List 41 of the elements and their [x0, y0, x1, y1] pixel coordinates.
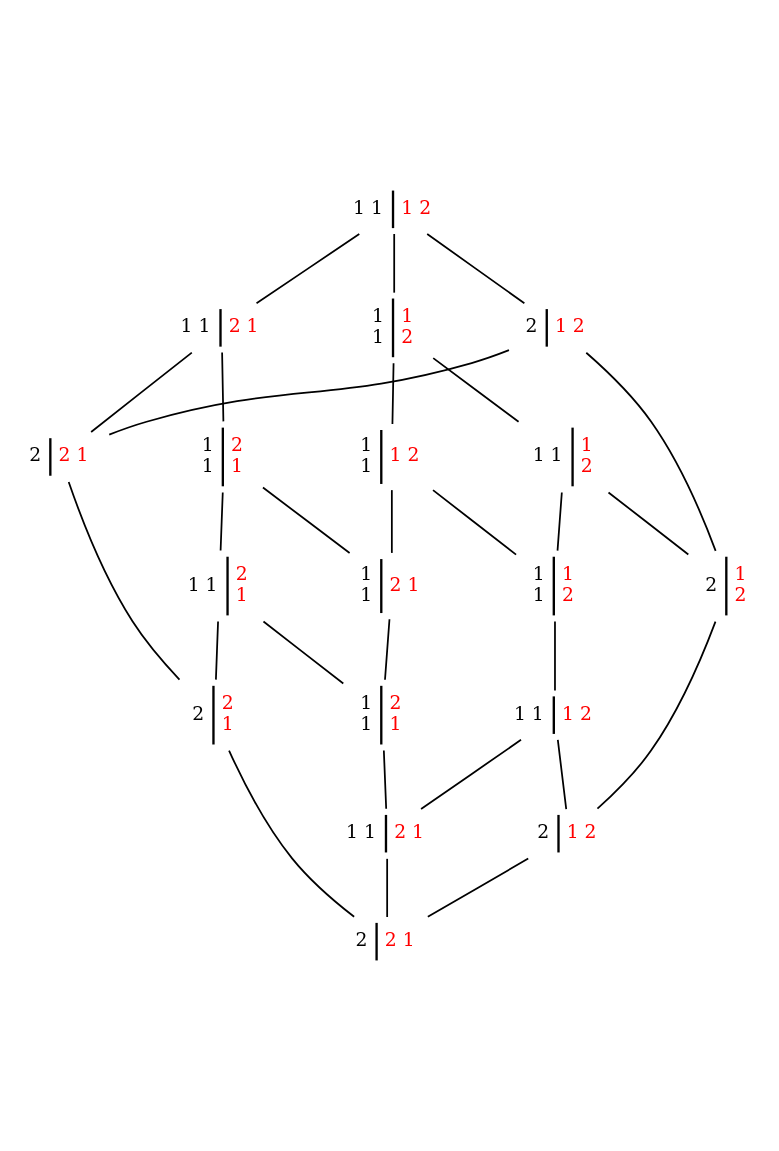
connector — [90, 351, 193, 433]
node-text: 2 2 1 — [355, 929, 415, 951]
connector — [607, 491, 690, 556]
connector — [262, 486, 351, 554]
node-text: 1 1 1 2 — [513, 702, 592, 724]
connector — [255, 233, 361, 305]
connector — [382, 749, 388, 810]
node-text: 1 1 2 1 — [187, 562, 248, 606]
node-text: 1 1 2 1 — [201, 433, 244, 476]
connector — [67, 481, 181, 681]
connector — [221, 351, 225, 423]
connector — [219, 491, 224, 552]
node-text: 2 1 2 — [537, 821, 597, 843]
node-text: 2 1 2 — [525, 315, 585, 337]
connector — [393, 233, 396, 294]
connector — [432, 489, 517, 556]
connector — [556, 491, 563, 552]
connector — [554, 620, 556, 692]
connector — [585, 351, 717, 552]
connector — [391, 362, 395, 425]
connector — [390, 489, 393, 554]
node-text: 1 1 2 1 — [180, 315, 259, 337]
node-text: 1 1 1 2 — [532, 562, 574, 606]
connector — [426, 857, 530, 918]
connector — [108, 349, 510, 436]
node-text: 1 1 1 2 — [353, 196, 432, 218]
connector — [556, 738, 568, 810]
connector — [426, 233, 526, 305]
connector — [262, 620, 345, 685]
node-text: 1 1 2 1 — [346, 821, 425, 843]
node-text: 1 1 1 2 — [532, 433, 593, 476]
node-text: 1 1 1 2 — [371, 304, 414, 347]
connector — [596, 620, 717, 810]
node-text: 1 1 2 1 — [360, 692, 402, 735]
connector — [215, 620, 219, 681]
connector — [420, 738, 522, 810]
connector — [384, 618, 391, 681]
connector — [386, 857, 389, 918]
connector — [228, 749, 355, 918]
connector — [432, 357, 520, 423]
node-text: 2 2 1 — [29, 444, 89, 466]
